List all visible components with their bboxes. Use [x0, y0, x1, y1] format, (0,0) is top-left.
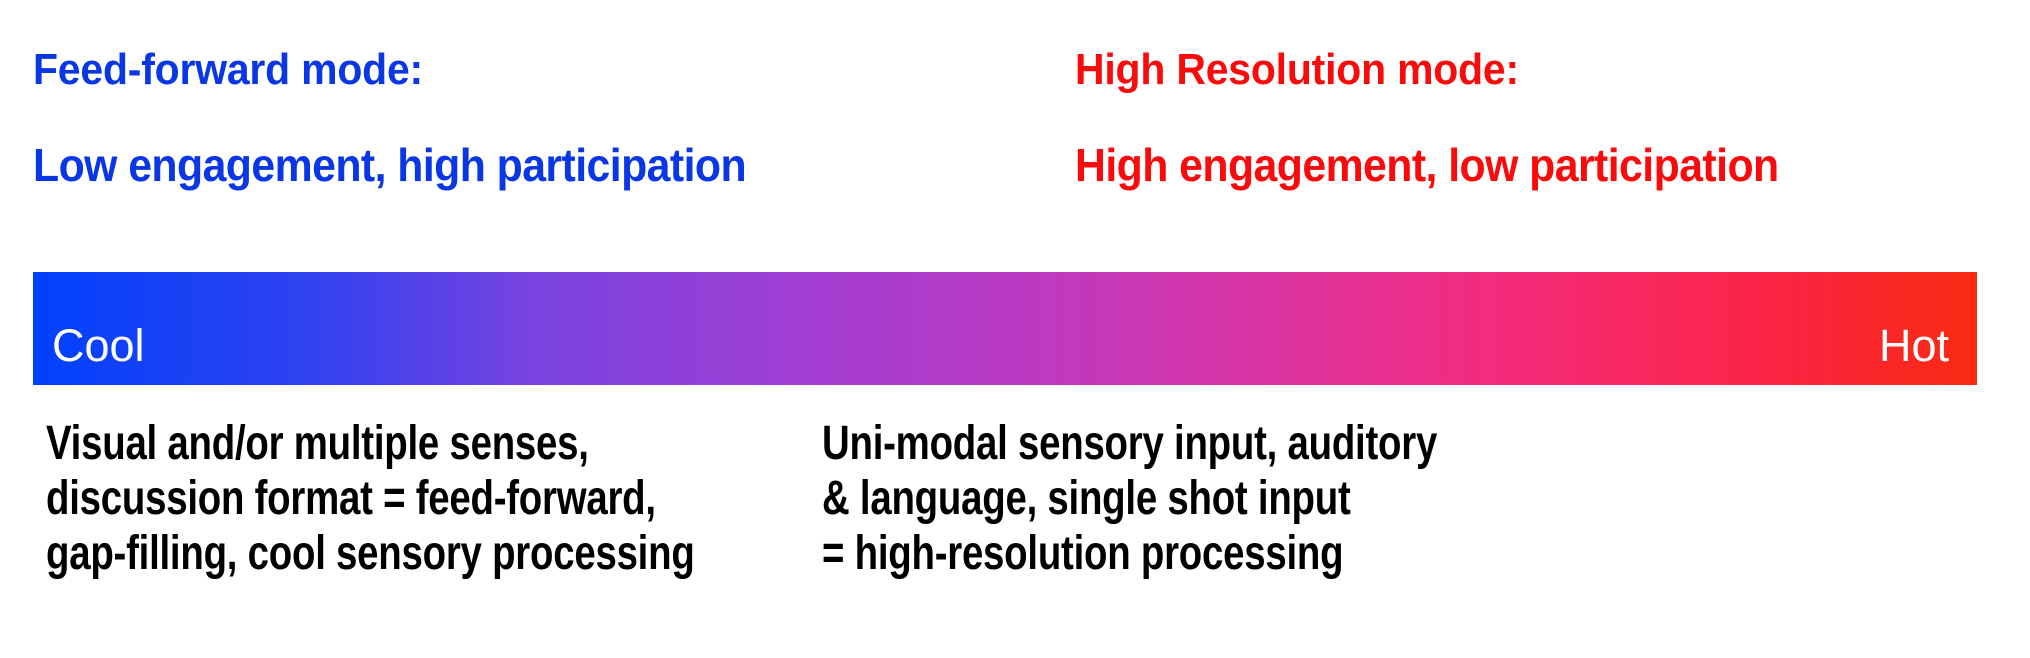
left-engagement-subtitle: Low engagement, high participation: [33, 139, 747, 191]
description-line: Visual and/or multiple senses,: [46, 417, 589, 470]
cool-hot-gradient-bar: Cool Hot: [33, 272, 1977, 385]
feed-forward-mode-heading: Feed-forward mode:: [33, 45, 423, 94]
description-line: & language, single shot input: [822, 472, 1351, 525]
right-engagement-subtitle: High engagement, low participation: [1075, 139, 1779, 191]
right-description-block: Uni-modal sensory input, auditory & lang…: [822, 416, 1437, 581]
gradient-hot-label: Hot: [1878, 320, 1949, 371]
left-description-block: Visual and/or multiple senses, discussio…: [46, 416, 695, 581]
gradient-cool-label: Cool: [52, 320, 145, 371]
description-line: discussion format = feed-forward,: [46, 472, 656, 525]
description-line: = high-resolution processing: [822, 527, 1344, 580]
description-line: gap-filling, cool sensory processing: [46, 527, 695, 580]
high-resolution-mode-heading: High Resolution mode:: [1075, 45, 1519, 94]
description-line: Uni-modal sensory input, auditory: [822, 417, 1438, 470]
